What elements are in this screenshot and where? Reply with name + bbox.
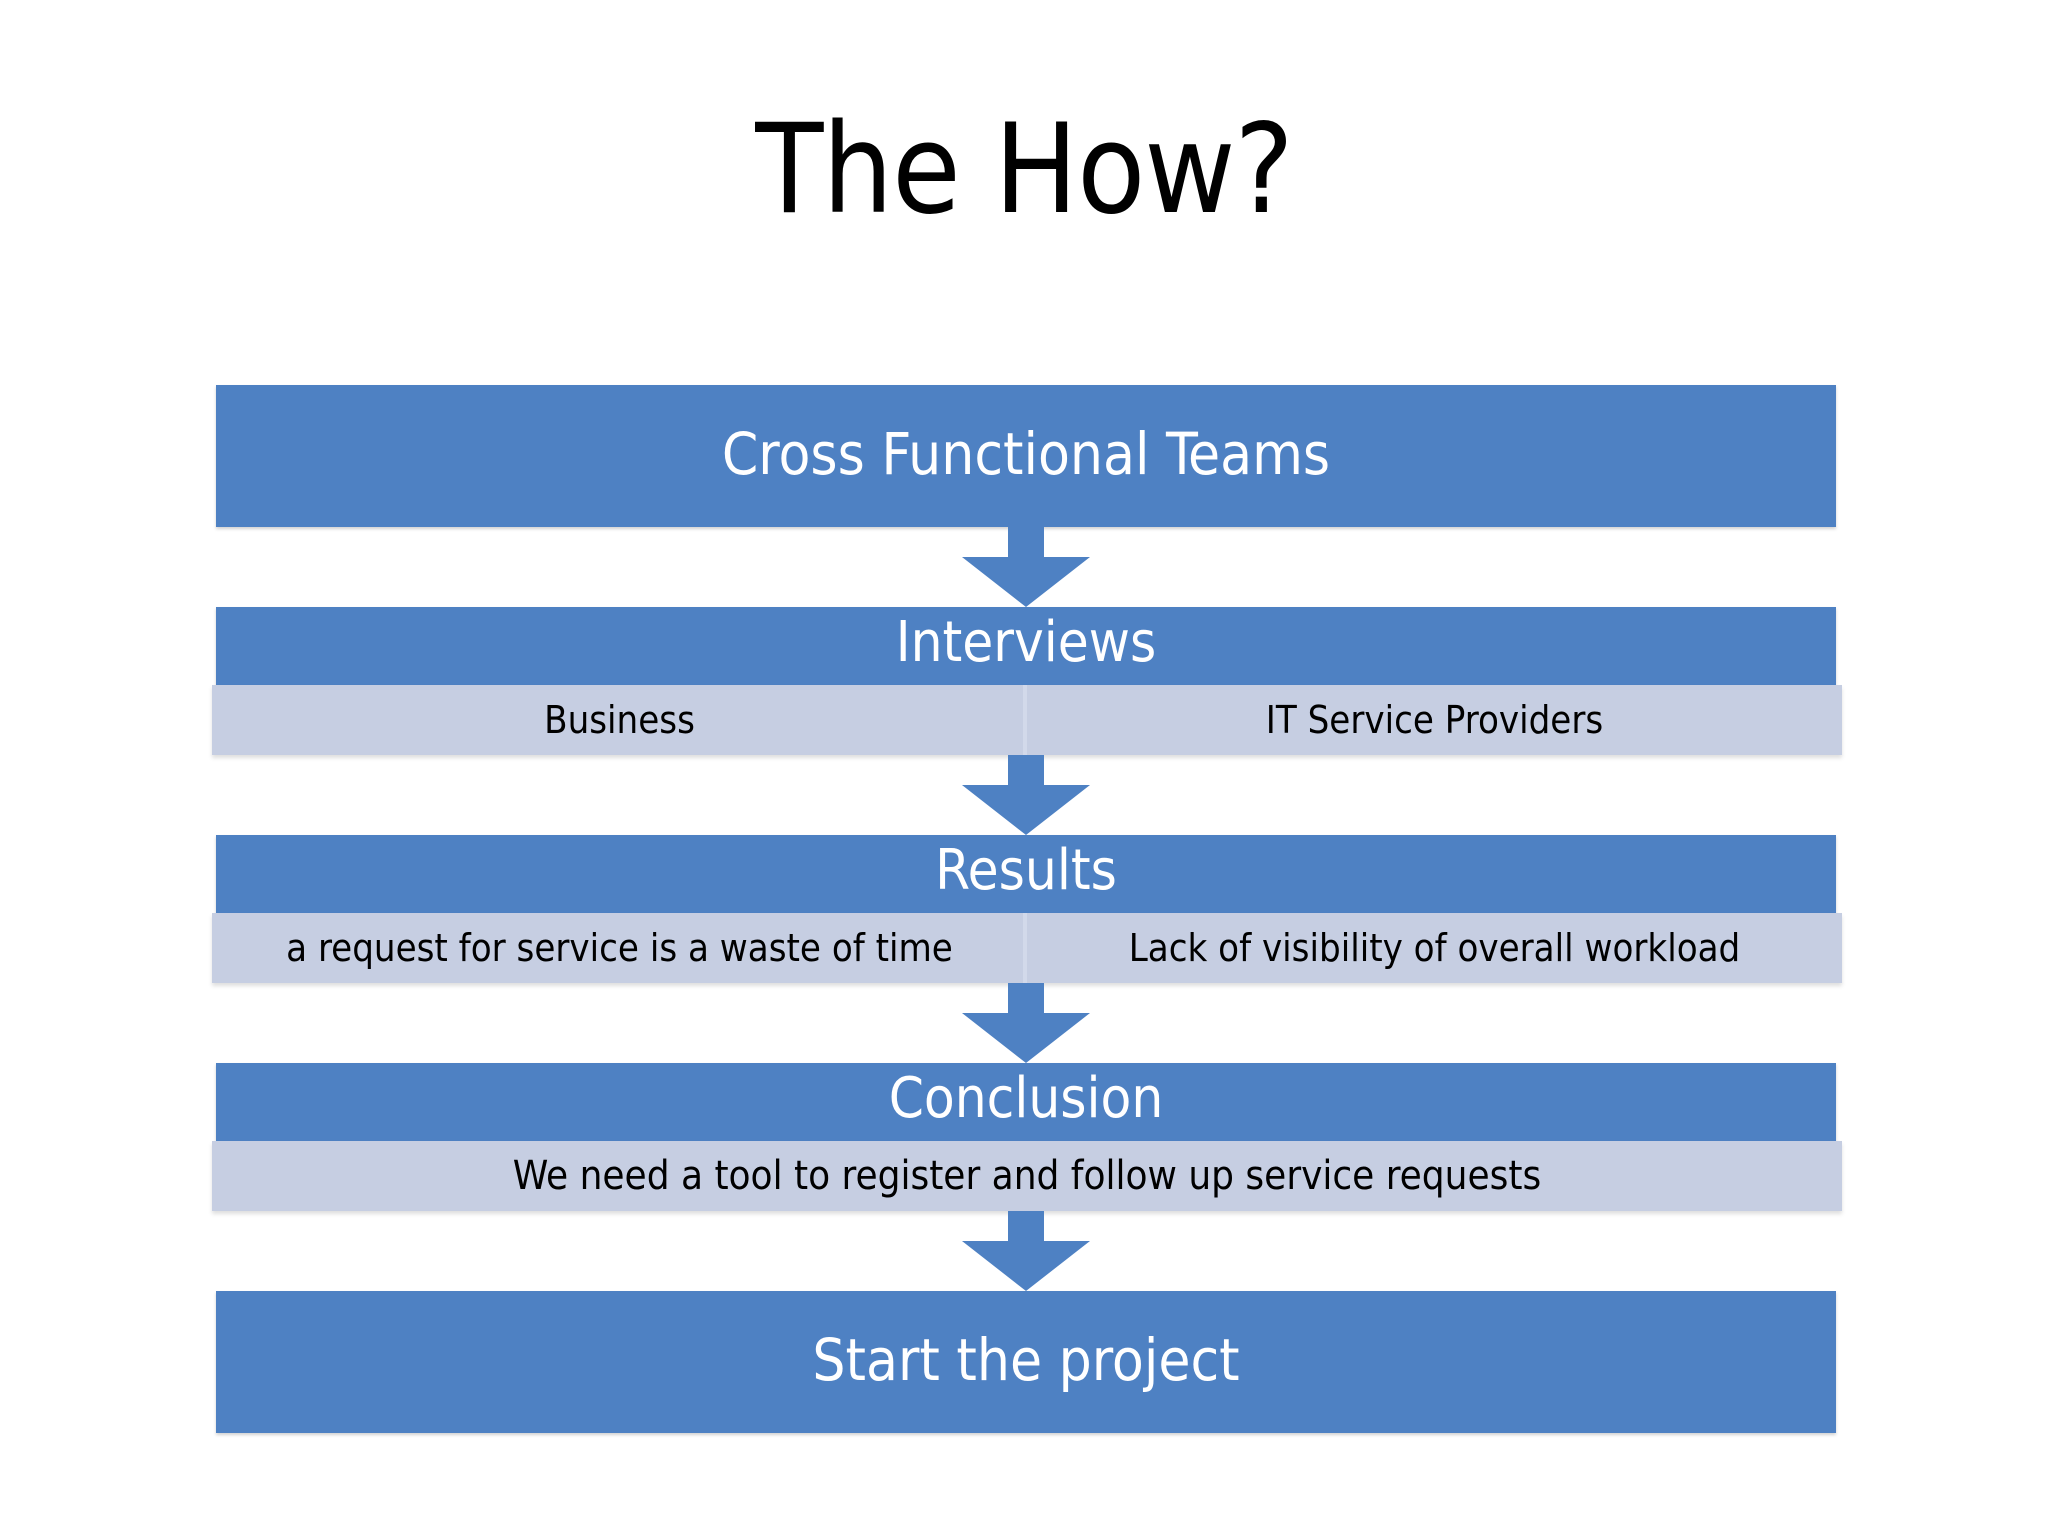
stage-sub-row: Business IT Service Providers: [212, 685, 1842, 755]
stage-header-label: Conclusion: [888, 1066, 1164, 1131]
down-arrow-icon: [962, 527, 1090, 607]
stage-sub-item[interactable]: Lack of visibility of overall workload: [1128, 926, 1741, 970]
stage-sub-item[interactable]: We need a tool to register and follow up…: [512, 1153, 1542, 1199]
stage-header-band[interactable]: Interviews: [216, 607, 1836, 685]
stage-sub-item[interactable]: a request for service is a waste of time: [212, 913, 1027, 983]
flow-connector-4: [216, 1211, 1836, 1291]
stage-header-label: Interviews: [895, 610, 1157, 675]
flow-stage-start-the-project[interactable]: Start the project: [216, 1291, 1836, 1433]
flow-connector-2: [216, 755, 1836, 835]
stage-sub-row: a request for service is a waste of time…: [212, 913, 1842, 983]
down-arrow-icon: [962, 983, 1090, 1063]
flow-stage-conclusion[interactable]: Conclusion We need a tool to register an…: [212, 1063, 1842, 1211]
flow-stage-results[interactable]: Results a request for service is a waste…: [212, 835, 1842, 983]
flow-stage-interviews[interactable]: Interviews Business IT Service Providers: [212, 607, 1842, 755]
stage-header-band[interactable]: Start the project: [216, 1291, 1836, 1433]
stage-sub-item[interactable]: IT Service Providers: [1265, 698, 1604, 742]
process-flow-diagram: Cross Functional Teams Interviews Busine…: [212, 385, 1842, 1433]
down-arrow-icon: [962, 755, 1090, 835]
stage-header-label: Start the project: [812, 1326, 1240, 1394]
page-title: The How?: [755, 98, 1294, 242]
flow-connector-1: [216, 527, 1836, 607]
stage-sub-row: We need a tool to register and follow up…: [212, 1141, 1842, 1211]
stage-header-band[interactable]: Conclusion: [216, 1063, 1836, 1141]
stage-header-label: Cross Functional Teams: [721, 420, 1331, 488]
flow-stage-cross-functional-teams[interactable]: Cross Functional Teams: [216, 385, 1836, 527]
stage-header-band[interactable]: Results: [216, 835, 1836, 913]
stage-sub-item[interactable]: Business: [212, 685, 1027, 755]
stage-header-band[interactable]: Cross Functional Teams: [216, 385, 1836, 527]
stage-header-label: Results: [935, 838, 1117, 903]
down-arrow-icon: [962, 1211, 1090, 1291]
flow-connector-3: [216, 983, 1836, 1063]
